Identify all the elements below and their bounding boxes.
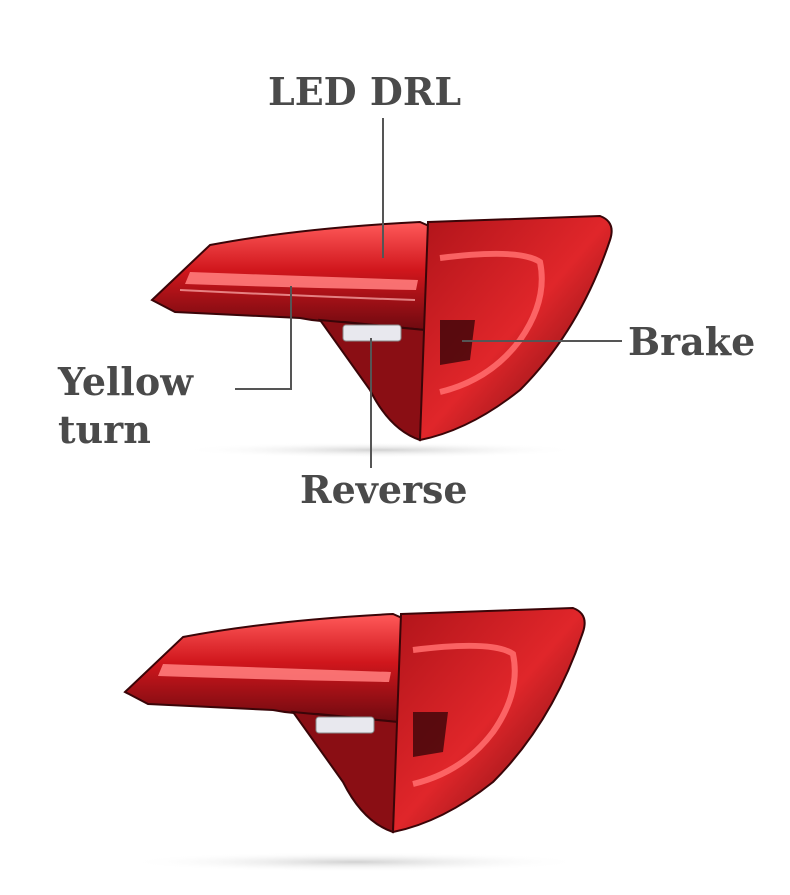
- label-yellow-turn: Yellow turn: [58, 359, 193, 452]
- leader-brake: [462, 340, 622, 342]
- leader-led-drl: [382, 118, 384, 258]
- label-led-drl: LED DRL: [268, 69, 462, 114]
- leader-yellow-horizontal: [235, 388, 292, 390]
- leader-reverse: [370, 338, 372, 468]
- label-brake: Brake: [628, 319, 756, 364]
- label-reverse: Reverse: [300, 467, 468, 512]
- leader-yellow-vertical: [290, 286, 292, 390]
